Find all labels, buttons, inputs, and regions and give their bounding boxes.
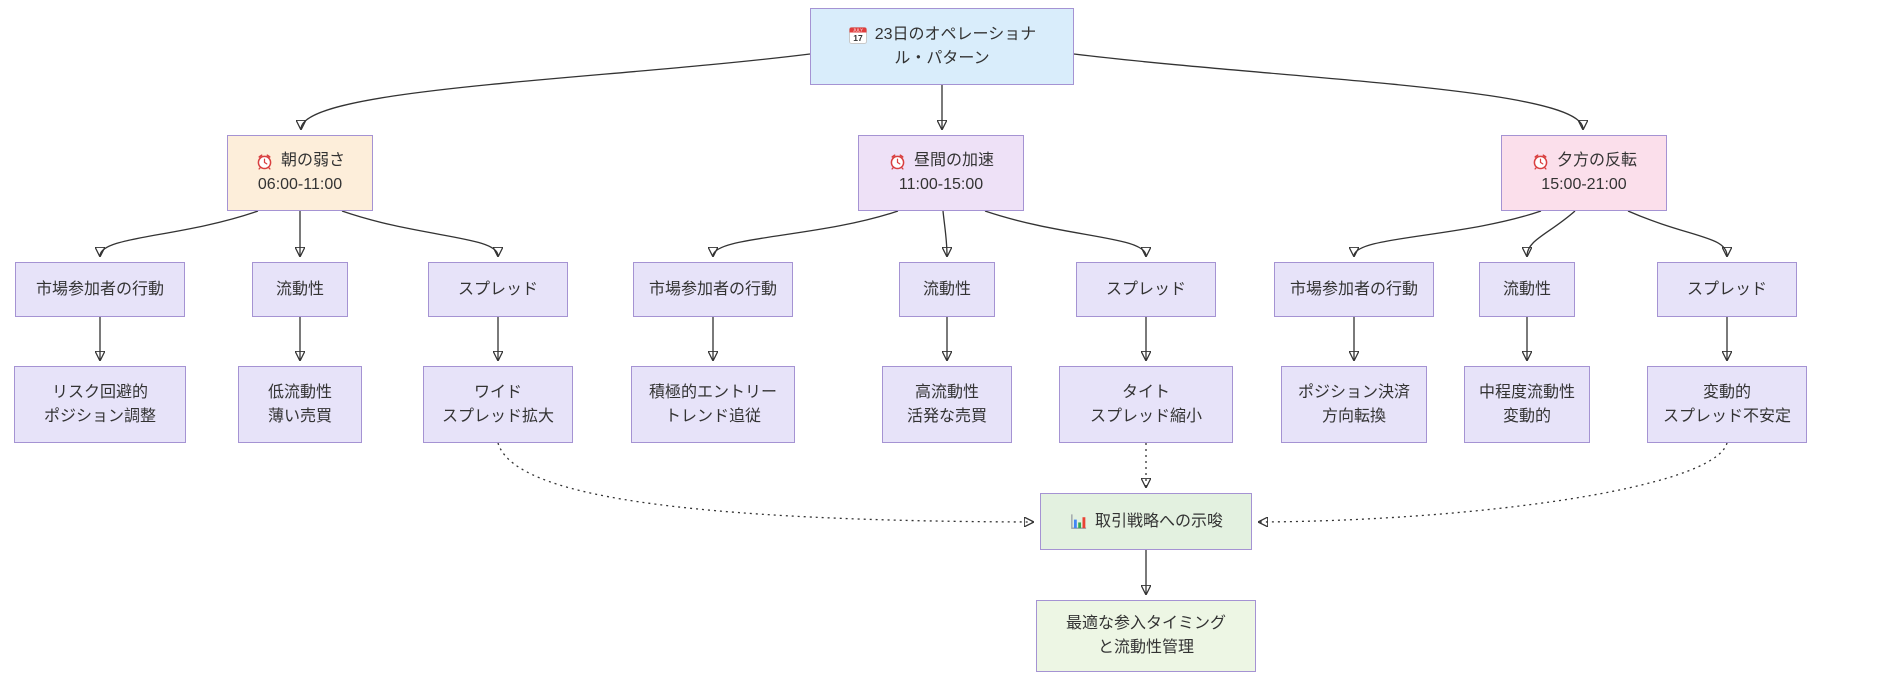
branch-evening: 夕方の反転 15:00-21:00 [1501,135,1667,211]
strategy-label: 取引戦略への示唆 [1094,512,1223,530]
branch-time: 06:00-11:00 [257,176,343,193]
edge-root-to-morning [301,53,811,129]
factor-midday-participants: 市場参加者の行動 [633,262,793,317]
edge-midday-to-spread [984,210,1146,256]
factor-label: スプレッド [1686,280,1767,298]
branch-time: 15:00-21:00 [1541,176,1627,193]
leaf-line2: 変動的 [1502,407,1551,425]
edge-midday-to-participants [713,210,899,256]
root-label-line2: ル・パターン [894,49,990,67]
branch-title: 朝の弱さ [280,152,345,169]
factor-evening-liquidity: 流動性 [1479,262,1575,317]
leaf-midday-spread-detail: タイト スプレッド縮小 [1059,366,1233,443]
leaf-line2: トレンド追従 [664,407,761,425]
leaf-morning-participants-detail: リスク回避的 ポジション調整 [14,366,186,443]
edge-morning-to-spread [341,210,498,256]
conclusion-line1: 最適な参入タイミング [1065,615,1226,632]
conclusion-node: 最適な参入タイミング と流動性管理 [1036,600,1256,672]
leaf-line2: 薄い売買 [267,407,332,425]
leaf-line2: スプレッド拡大 [441,407,554,425]
bar-chart-icon [1069,512,1088,531]
leaf-midday-liquidity-detail: 高流動性 活発な売買 [882,366,1012,443]
leaf-midday-participants-detail: 積極的エントリー トレンド追従 [631,366,795,443]
factor-evening-spread: スプレッド [1657,262,1797,317]
leaf-line1: 変動的 [1702,383,1751,401]
leaf-line1: ポジション決済 [1297,383,1410,401]
leaf-line1: 積極的エントリー [648,383,777,401]
factor-label: 流動性 [1502,280,1551,298]
factor-label: 流動性 [922,280,971,298]
conclusion-line2: と流動性管理 [1097,639,1194,656]
branch-midday: 昼間の加速 11:00-15:00 [858,135,1024,211]
edge-evening-to-liquidity [1527,210,1576,256]
branch-title: 昼間の加速 [913,152,994,169]
factor-morning-participants: 市場参加者の行動 [15,262,185,317]
svg-text:17: 17 [853,33,863,43]
leaf-line1: 高流動性 [914,383,979,401]
factor-label: 流動性 [275,280,324,298]
strategy-node: 取引戦略への示唆 [1040,493,1252,550]
calendar-icon: JULY 17 [848,25,868,45]
leaf-line2: スプレッド不安定 [1662,407,1791,425]
branch-morning: 朝の弱さ 06:00-11:00 [227,135,373,211]
edge-midday-to-liquidity [943,210,947,256]
leaf-line1: タイト [1121,383,1170,401]
leaf-line2: スプレッド縮小 [1089,407,1202,425]
edge-evening-to-spread [1627,210,1727,256]
edge-wide-spread-to-strategy [497,442,1033,522]
leaf-evening-spread-detail: 変動的 スプレッド不安定 [1647,366,1807,443]
factor-midday-liquidity: 流動性 [899,262,995,317]
svg-text:JULY: JULY [853,27,863,32]
leaf-morning-spread-detail: ワイド スプレッド拡大 [423,366,573,443]
leaf-line2: ポジション調整 [43,407,156,425]
alarm-clock-icon [255,152,274,171]
root-label-line1: 23日のオペレーショナ [874,25,1037,43]
factor-label: スプレッド [457,280,538,298]
factor-label: 市場参加者の行動 [1289,280,1418,298]
factor-morning-liquidity: 流動性 [252,262,348,317]
leaf-line1: 中程度流動性 [1478,383,1575,401]
factor-label: スプレッド [1105,280,1186,298]
leaf-line1: リスク回避的 [51,383,148,401]
leaf-line2: 活発な売買 [906,407,987,425]
branch-time: 11:00-15:00 [898,176,984,193]
alarm-clock-icon [1531,152,1550,171]
alarm-clock-icon [888,152,907,171]
leaf-evening-liquidity-detail: 中程度流動性 変動的 [1464,366,1590,443]
factor-midday-spread: スプレッド [1076,262,1216,317]
leaf-morning-liquidity-detail: 低流動性 薄い売買 [238,366,362,443]
factor-evening-participants: 市場参加者の行動 [1274,262,1434,317]
edge-volatile-spread-to-strategy [1259,442,1728,522]
edge-evening-to-participants [1354,210,1542,256]
branch-title: 夕方の反転 [1556,152,1637,169]
factor-morning-spread: スプレッド [428,262,568,317]
edge-morning-to-participants [100,210,259,256]
leaf-line2: 方向転換 [1321,407,1386,425]
factor-label: 市場参加者の行動 [35,280,164,298]
root-node: JULY 17 23日のオペレーショナ ル・パターン [810,8,1074,85]
leaf-line1: ワイド [473,383,522,401]
leaf-evening-participants-detail: ポジション決済 方向転換 [1281,366,1427,443]
factor-label: 市場参加者の行動 [648,280,777,298]
leaf-line1: 低流動性 [267,383,332,401]
edge-root-to-evening [1073,53,1583,129]
